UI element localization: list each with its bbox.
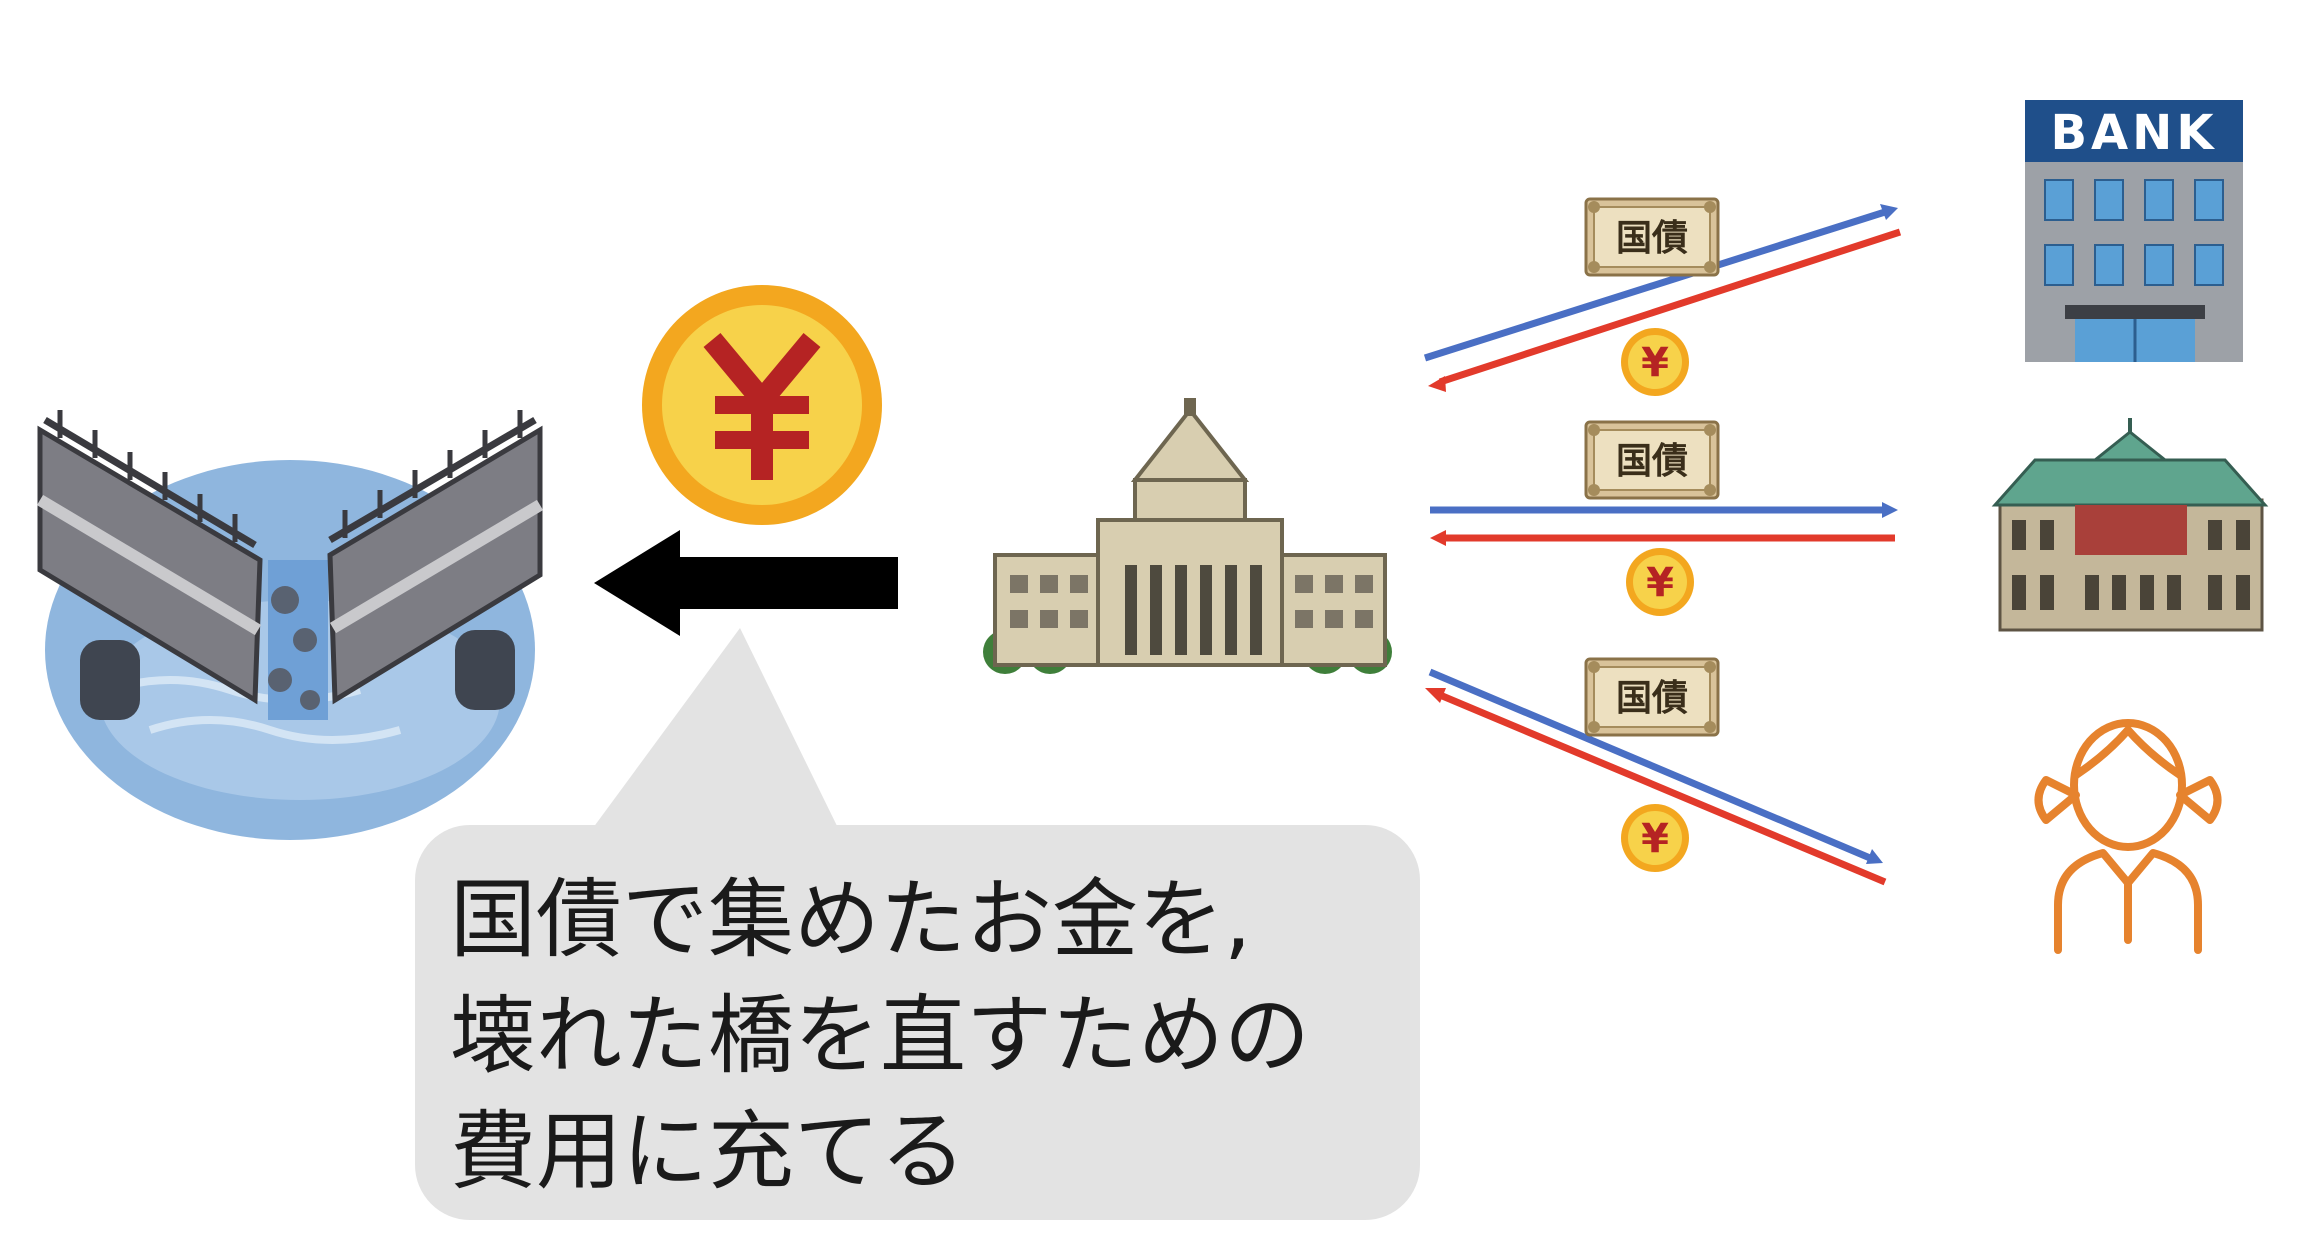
bond-certificate-icon: 国債 (1584, 420, 1720, 500)
coin-symbol: ¥ (1641, 340, 1669, 386)
yen-coin-icon: ¥ (1621, 804, 1689, 872)
bond-certificate-icon: 国債 (1584, 197, 1720, 277)
yen-coin-icon: ¥ (1626, 548, 1694, 616)
money-flow-arrow (1438, 691, 1887, 886)
bubble-text: 国債で集めたお金を, 壊れた橋を直すための 費用に充てる (450, 862, 1410, 1210)
bank-sign: BANK (2050, 105, 2217, 161)
bond-flow-arrow (1428, 668, 1872, 862)
broken-bridge-icon (36, 410, 544, 840)
left-arrow-icon (594, 530, 898, 636)
bond-certificate-icon: 国債 (1584, 657, 1720, 737)
bond-label: 国債 (1616, 218, 1688, 259)
yen-coin-icon: ¥ (1621, 328, 1689, 396)
bubble-line: 壊れた橋を直すための (450, 986, 1310, 1086)
bond-label: 国債 (1616, 678, 1688, 719)
central-bank-building-icon (1991, 418, 2269, 632)
flow-arrows (1423, 204, 1902, 886)
person-icon (2034, 719, 2222, 954)
bubble-line: 国債で集めたお金を, (450, 870, 1252, 970)
diet-building-icon (983, 398, 1392, 674)
coin-symbol: ¥ (1646, 560, 1674, 606)
yen-coin-icon (642, 285, 882, 525)
bond-flow-arrow (1423, 208, 1887, 362)
bank-building-icon: BANK (2025, 100, 2243, 362)
coin-symbol: ¥ (1641, 816, 1669, 862)
bond-label: 国債 (1616, 441, 1688, 482)
bubble-line: 費用に充てる (450, 1102, 966, 1202)
speech-bubble (415, 628, 1420, 1220)
money-flow-arrow (1438, 228, 1902, 386)
